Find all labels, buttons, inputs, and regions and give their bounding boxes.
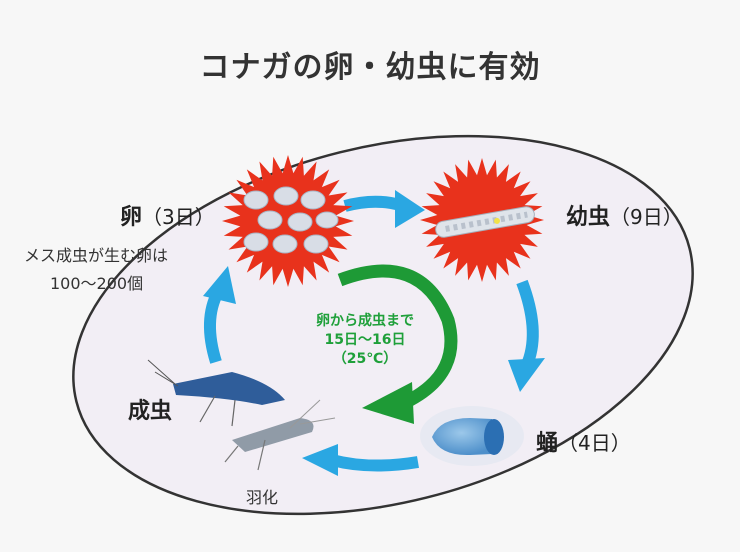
egg-note-line-1: メス成虫が生む卵は bbox=[24, 246, 169, 265]
larva-burst-image bbox=[420, 158, 544, 282]
egg-note-line-2: 100〜200個 bbox=[50, 274, 144, 293]
adult-stage-label: 成虫 bbox=[128, 393, 172, 425]
cycle-arrow-pupa-to-adult bbox=[302, 444, 419, 476]
emerging-moth-image bbox=[224, 399, 336, 471]
adult-stage-name: 成虫 bbox=[128, 399, 173, 424]
pupa-stage-name: 蛹 bbox=[536, 431, 559, 456]
egg-stage-label: 卵（3日） bbox=[120, 199, 215, 231]
cycle-arrow-egg-to-larva bbox=[343, 190, 425, 228]
background-ellipse bbox=[72, 134, 694, 516]
adult-moth-image bbox=[147, 359, 285, 427]
pupa-stage-days: （4日） bbox=[558, 431, 631, 455]
egg-burst-image bbox=[222, 155, 354, 287]
egg-stage-name: 卵 bbox=[120, 205, 143, 230]
larva-stage-name: 幼虫 bbox=[566, 205, 611, 230]
page-title: コナガの卵・幼虫に有効 bbox=[199, 50, 541, 85]
cycle-note-line-3: （25℃） bbox=[332, 351, 398, 367]
center-cycle-arrow bbox=[337, 264, 458, 424]
emergence-label: 羽化 bbox=[246, 488, 279, 507]
cycle-arrow-larva-to-pupa bbox=[508, 279, 545, 392]
cycle-arrow-adult-to-egg bbox=[203, 266, 236, 364]
pupa-stage-label: 蛹（4日） bbox=[536, 425, 631, 457]
larva-stage-label: 幼虫（9日） bbox=[566, 199, 683, 231]
cycle-note-line-1: 卵から成虫まで bbox=[316, 313, 414, 329]
cycle-note-line-2: 15日〜16日 bbox=[324, 332, 406, 348]
pupa-image bbox=[420, 406, 524, 466]
larva-stage-days: （9日） bbox=[610, 205, 683, 229]
egg-stage-days: （3日） bbox=[142, 205, 215, 229]
